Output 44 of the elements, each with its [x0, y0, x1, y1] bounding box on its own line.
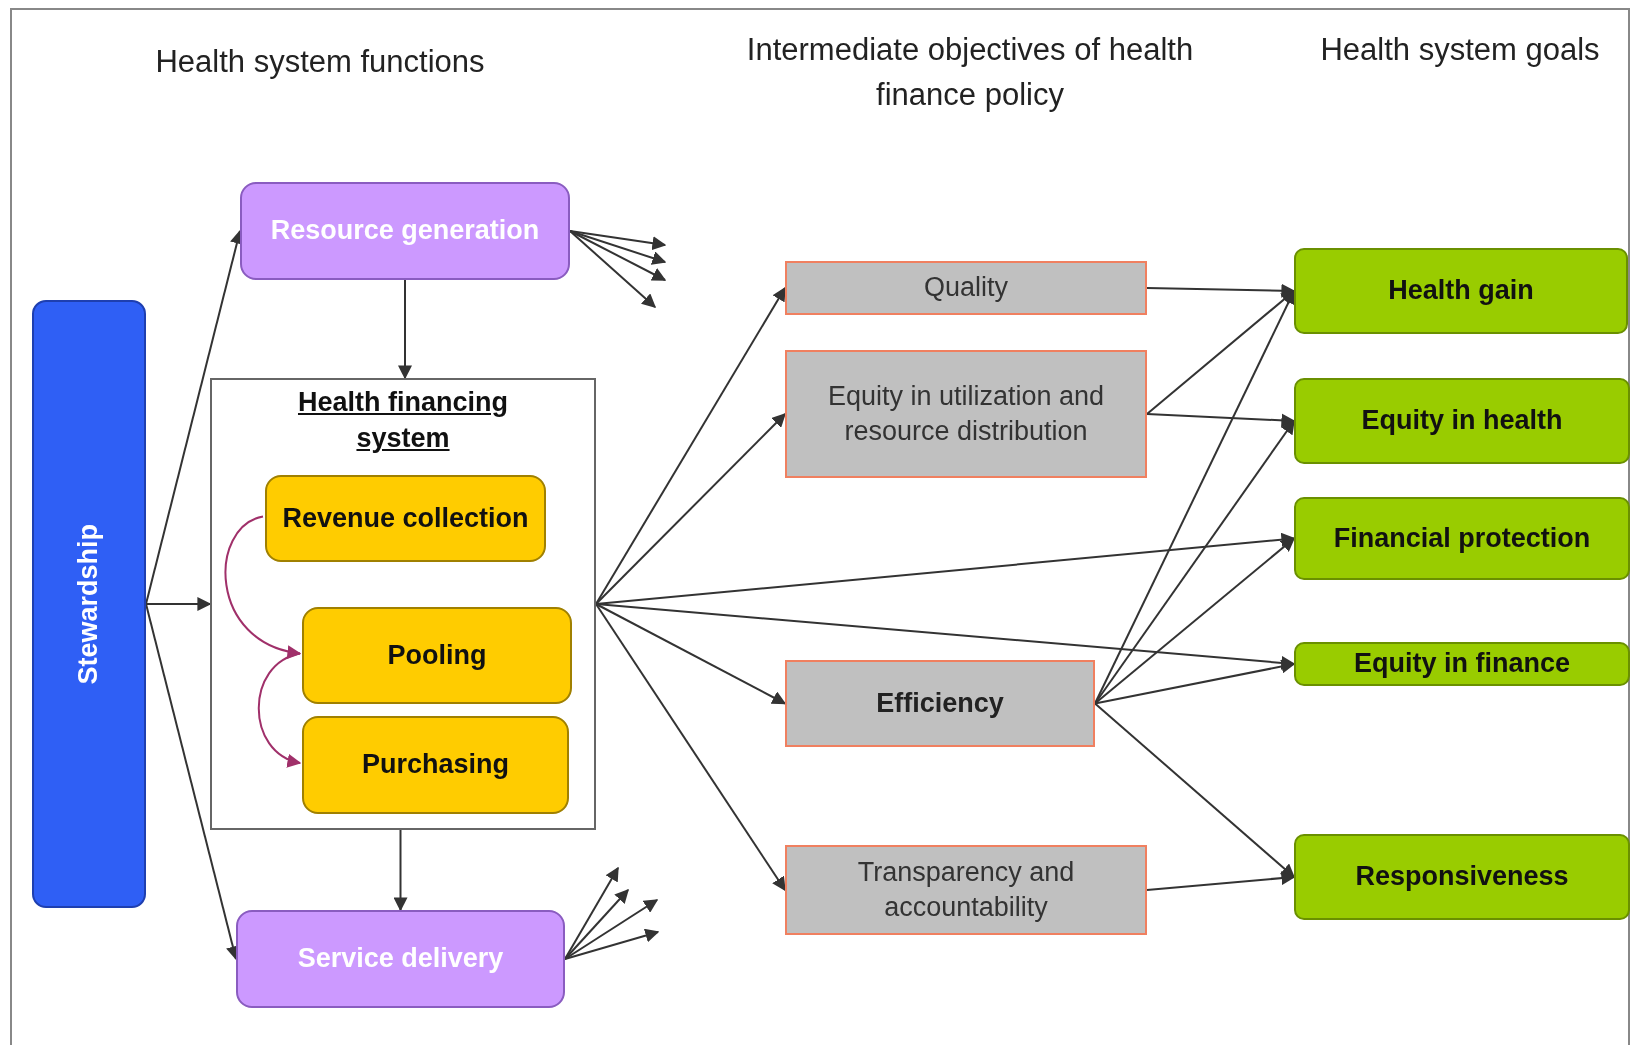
goal-box: Equity in health: [1294, 378, 1630, 464]
arrow: [564, 888, 629, 960]
function-box: Resource generation: [240, 182, 570, 280]
arrow: [393, 829, 408, 912]
group-title: Health financing system: [297, 386, 509, 456]
arrow: [595, 413, 786, 605]
column-heading: Health system goals: [1319, 31, 1601, 69]
arrow: [564, 928, 660, 960]
arrow: [1094, 537, 1296, 705]
process-box: Pooling: [302, 607, 572, 704]
goal-box: Health gain: [1294, 248, 1628, 334]
goal-box: Financial protection: [1294, 497, 1630, 580]
arrow: [1146, 413, 1296, 428]
arrow: [569, 230, 667, 281]
arrow: [595, 603, 787, 705]
arrow: [595, 603, 1296, 670]
arrow: [398, 279, 412, 380]
objective-box: Transparency and accountability: [785, 845, 1147, 935]
objective-box: Equity in utilization and resource distribution: [785, 350, 1147, 478]
group-frame: [210, 378, 596, 830]
arrow: [569, 230, 657, 308]
arrow: [257, 652, 302, 766]
arrow: [595, 603, 786, 892]
process-box: Purchasing: [302, 716, 569, 814]
column-heading: Intermediate objectives of health finance policy: [745, 31, 1195, 114]
column-heading: Health system functions: [154, 43, 486, 81]
goal-box: Responsiveness: [1294, 834, 1630, 920]
objective-box: Quality: [785, 261, 1147, 315]
arrow: [224, 515, 302, 658]
function-box: Service delivery: [236, 910, 565, 1008]
arrow: [1146, 283, 1296, 298]
arrow: [1146, 871, 1296, 891]
arrow: [569, 230, 667, 251]
arrow: [145, 597, 212, 611]
process-box: Revenue collection: [265, 475, 546, 562]
arrow: [1094, 659, 1296, 705]
stewardship-bar: Stewardship: [32, 300, 146, 908]
goal-box: Equity in finance: [1294, 642, 1630, 686]
arrow: [564, 899, 659, 960]
arrow: [569, 230, 667, 265]
objective-box: Efficiency: [785, 660, 1095, 747]
arrow: [1094, 702, 1296, 878]
arrow: [595, 286, 786, 605]
arrow: [564, 866, 619, 960]
